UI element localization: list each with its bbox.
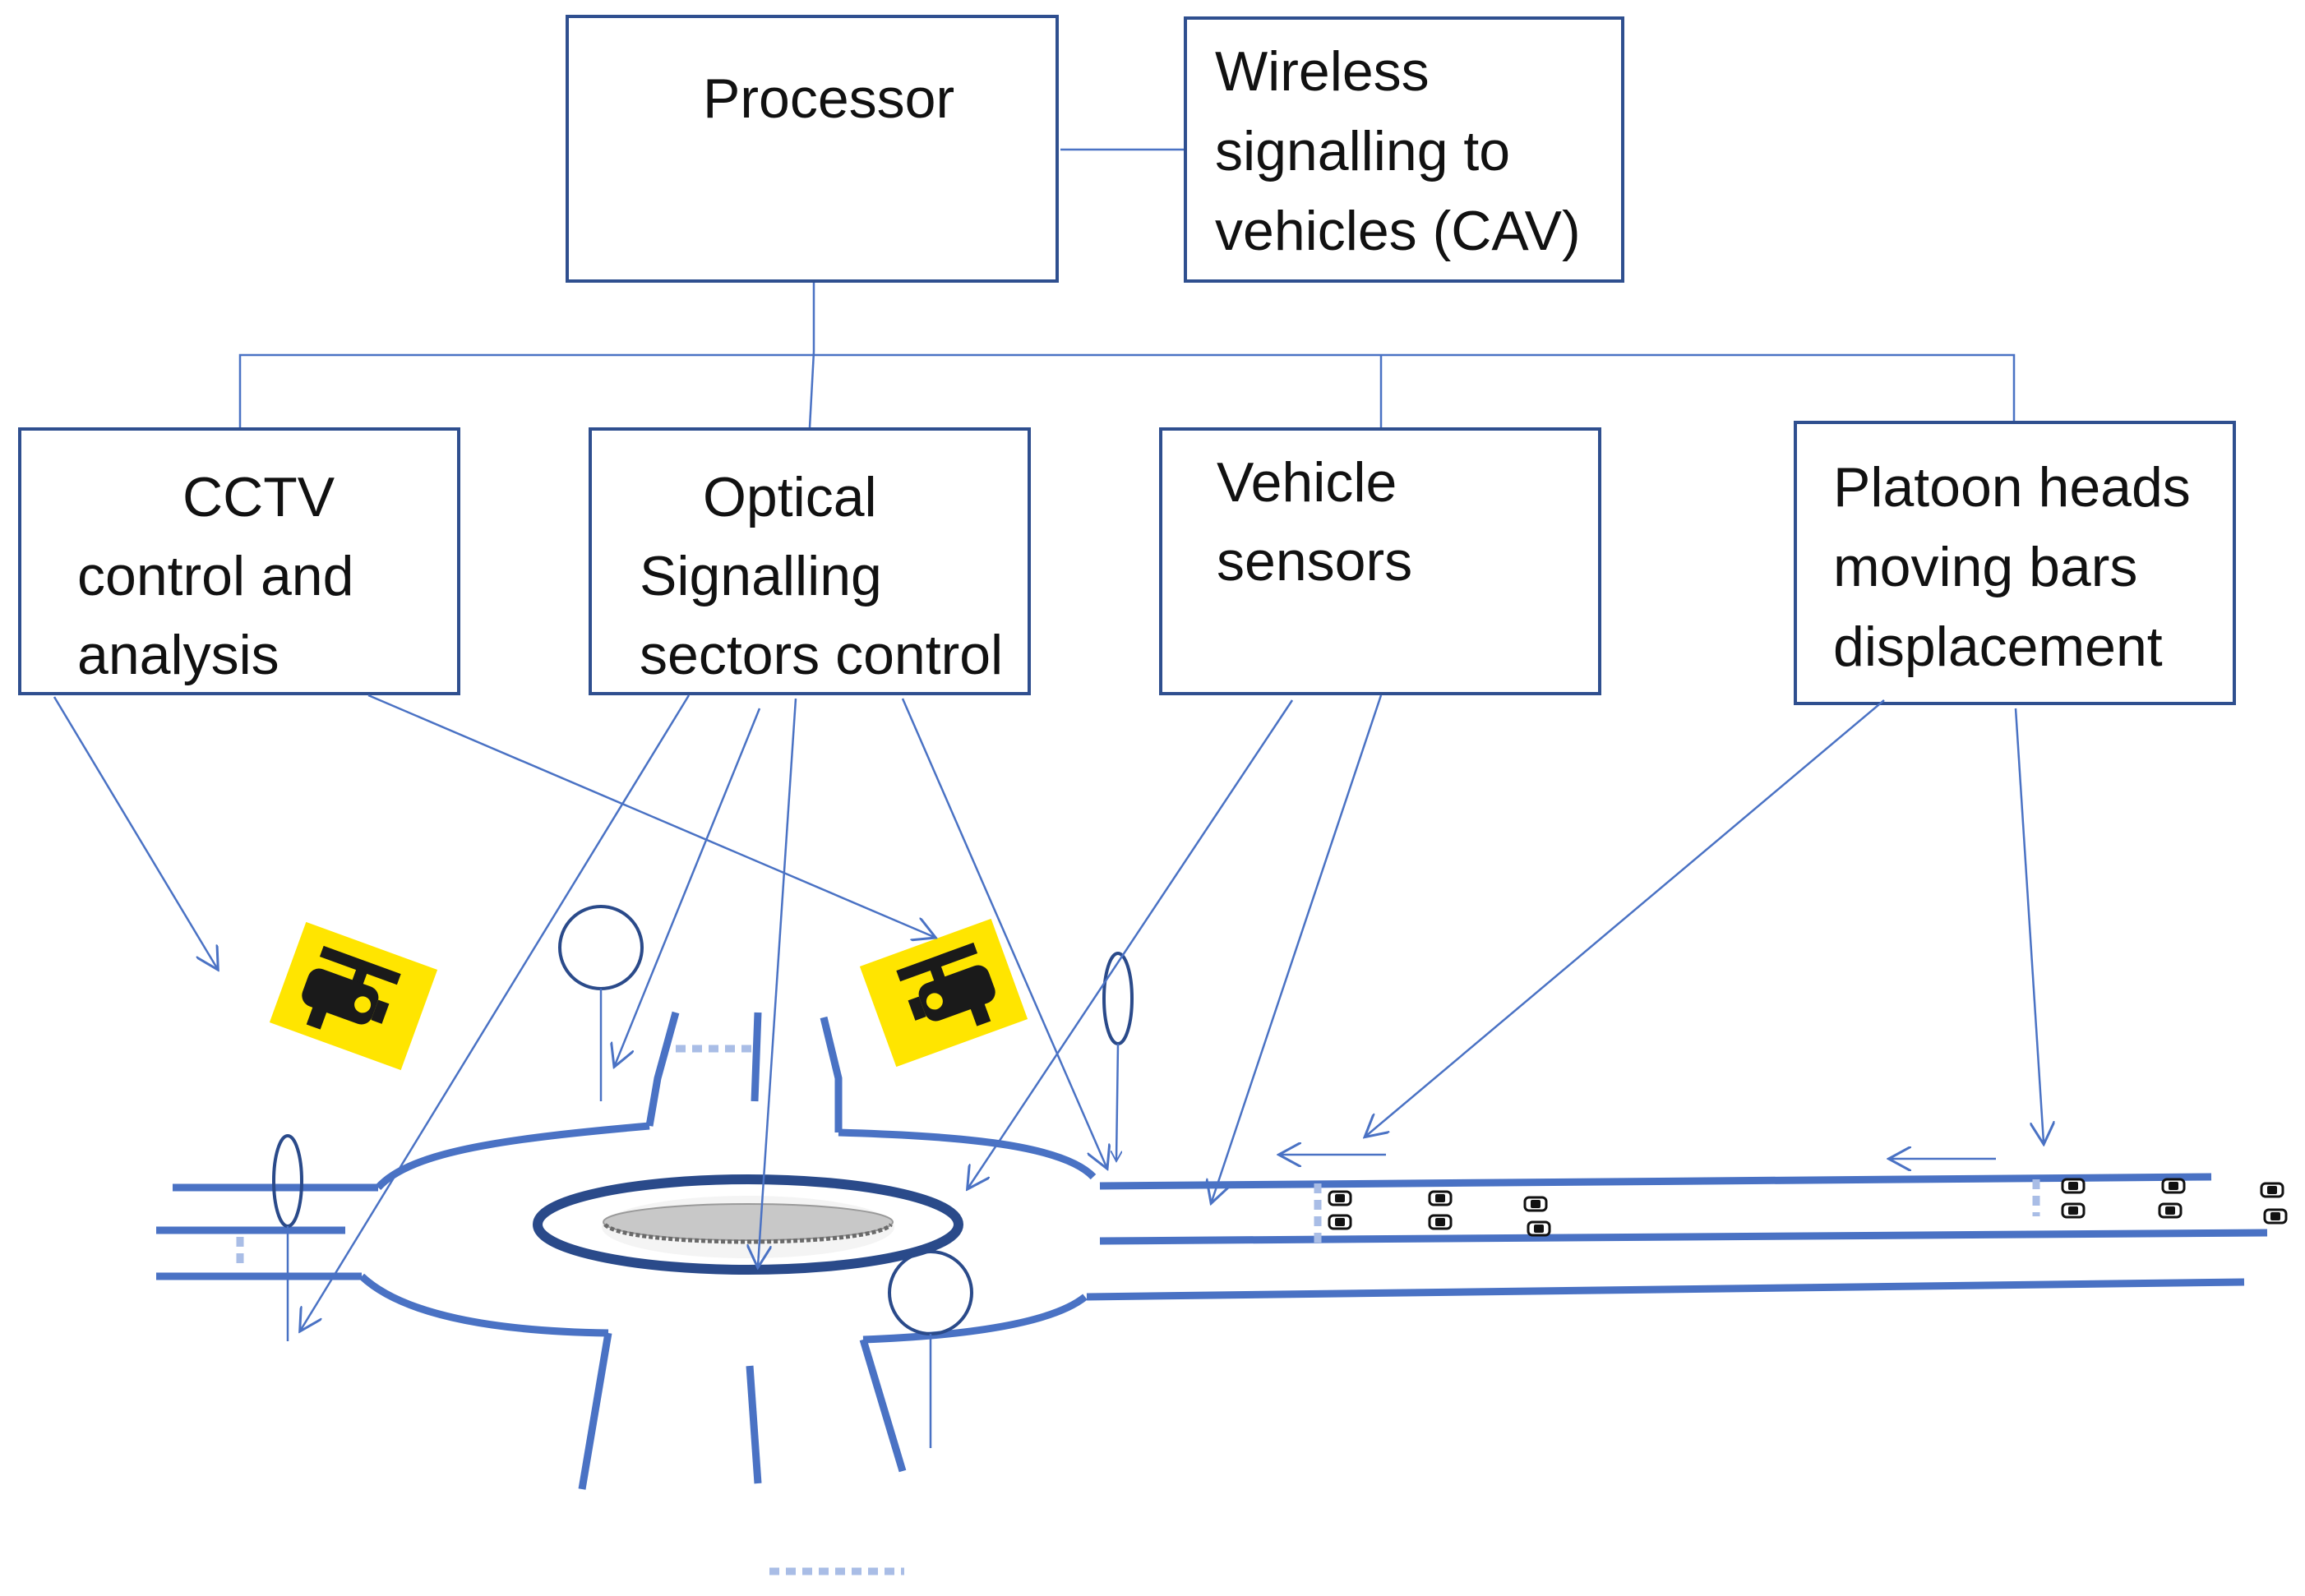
traffic-direction-arrows (1281, 1155, 1996, 1159)
platoon-label-line-3: displacement (1833, 616, 2163, 678)
loop-sensor-icon (1102, 952, 1134, 1160)
roundabout-island (533, 1174, 963, 1275)
sensors-label-line-1: Vehicle (1217, 451, 1397, 514)
optical-label-line-2: Signalling (640, 545, 882, 607)
car-icon (1328, 1190, 1352, 1206)
cctv-camera-icon (269, 921, 438, 1071)
loop-sensor-icon (272, 1134, 303, 1341)
loop-sensor-icon (558, 905, 644, 1101)
sensors-box: Vehicle sensors (1159, 427, 1601, 695)
wireless-label-line-3: vehicles (CAV) (1215, 200, 1581, 262)
platoon-label-line-2: moving bars (1833, 536, 2137, 598)
platoon-label-line-1: Platoon heads (1833, 456, 2191, 519)
wireless-label-line-2: signalling to (1215, 120, 1510, 182)
car-icon (1527, 1220, 1551, 1237)
car-icon (1328, 1214, 1352, 1230)
car-icon (1428, 1214, 1453, 1230)
sensor-devices (272, 905, 1134, 1448)
car-icon (2260, 1182, 2284, 1198)
processor-label: Processor (703, 67, 954, 130)
control-arrows (53, 694, 2044, 1330)
car-icon (2263, 1208, 2288, 1225)
wireless-label-line-1: Wireless (1215, 40, 1430, 103)
loop-sensor-icon (888, 1250, 973, 1448)
car-icon (2061, 1178, 2086, 1194)
car-icon (2158, 1202, 2183, 1219)
platoon-box: Platoon heads moving bars displacement (1794, 421, 2236, 705)
optical-label-line-1: Optical (703, 466, 877, 528)
vehicles (1328, 1178, 2288, 1237)
optical-label-line-3: sectors control (640, 624, 1003, 686)
cctv-label-line-1: CCTV (182, 466, 335, 528)
box-connectors (238, 148, 2016, 429)
cctv-label-line-3: analysis (77, 624, 279, 686)
car-icon (2161, 1178, 2186, 1194)
cctv-box: CCTV control and analysis (18, 427, 460, 695)
processor-box: Processor (566, 15, 1059, 283)
moving-bars (236, 1045, 2040, 1575)
car-icon (2061, 1202, 2086, 1219)
car-icon (1428, 1190, 1453, 1206)
road-network (156, 1011, 2268, 1490)
wireless-box: Wireless signalling to vehicles (CAV) (1184, 16, 1624, 283)
sensors-label-line-2: sensors (1217, 530, 1412, 593)
car-icon (1523, 1196, 1548, 1212)
optical-box: Optical Signalling sectors control (589, 427, 1031, 695)
cctv-label-line-2: control and (77, 545, 353, 607)
cctv-camera-icon (859, 918, 1028, 1068)
